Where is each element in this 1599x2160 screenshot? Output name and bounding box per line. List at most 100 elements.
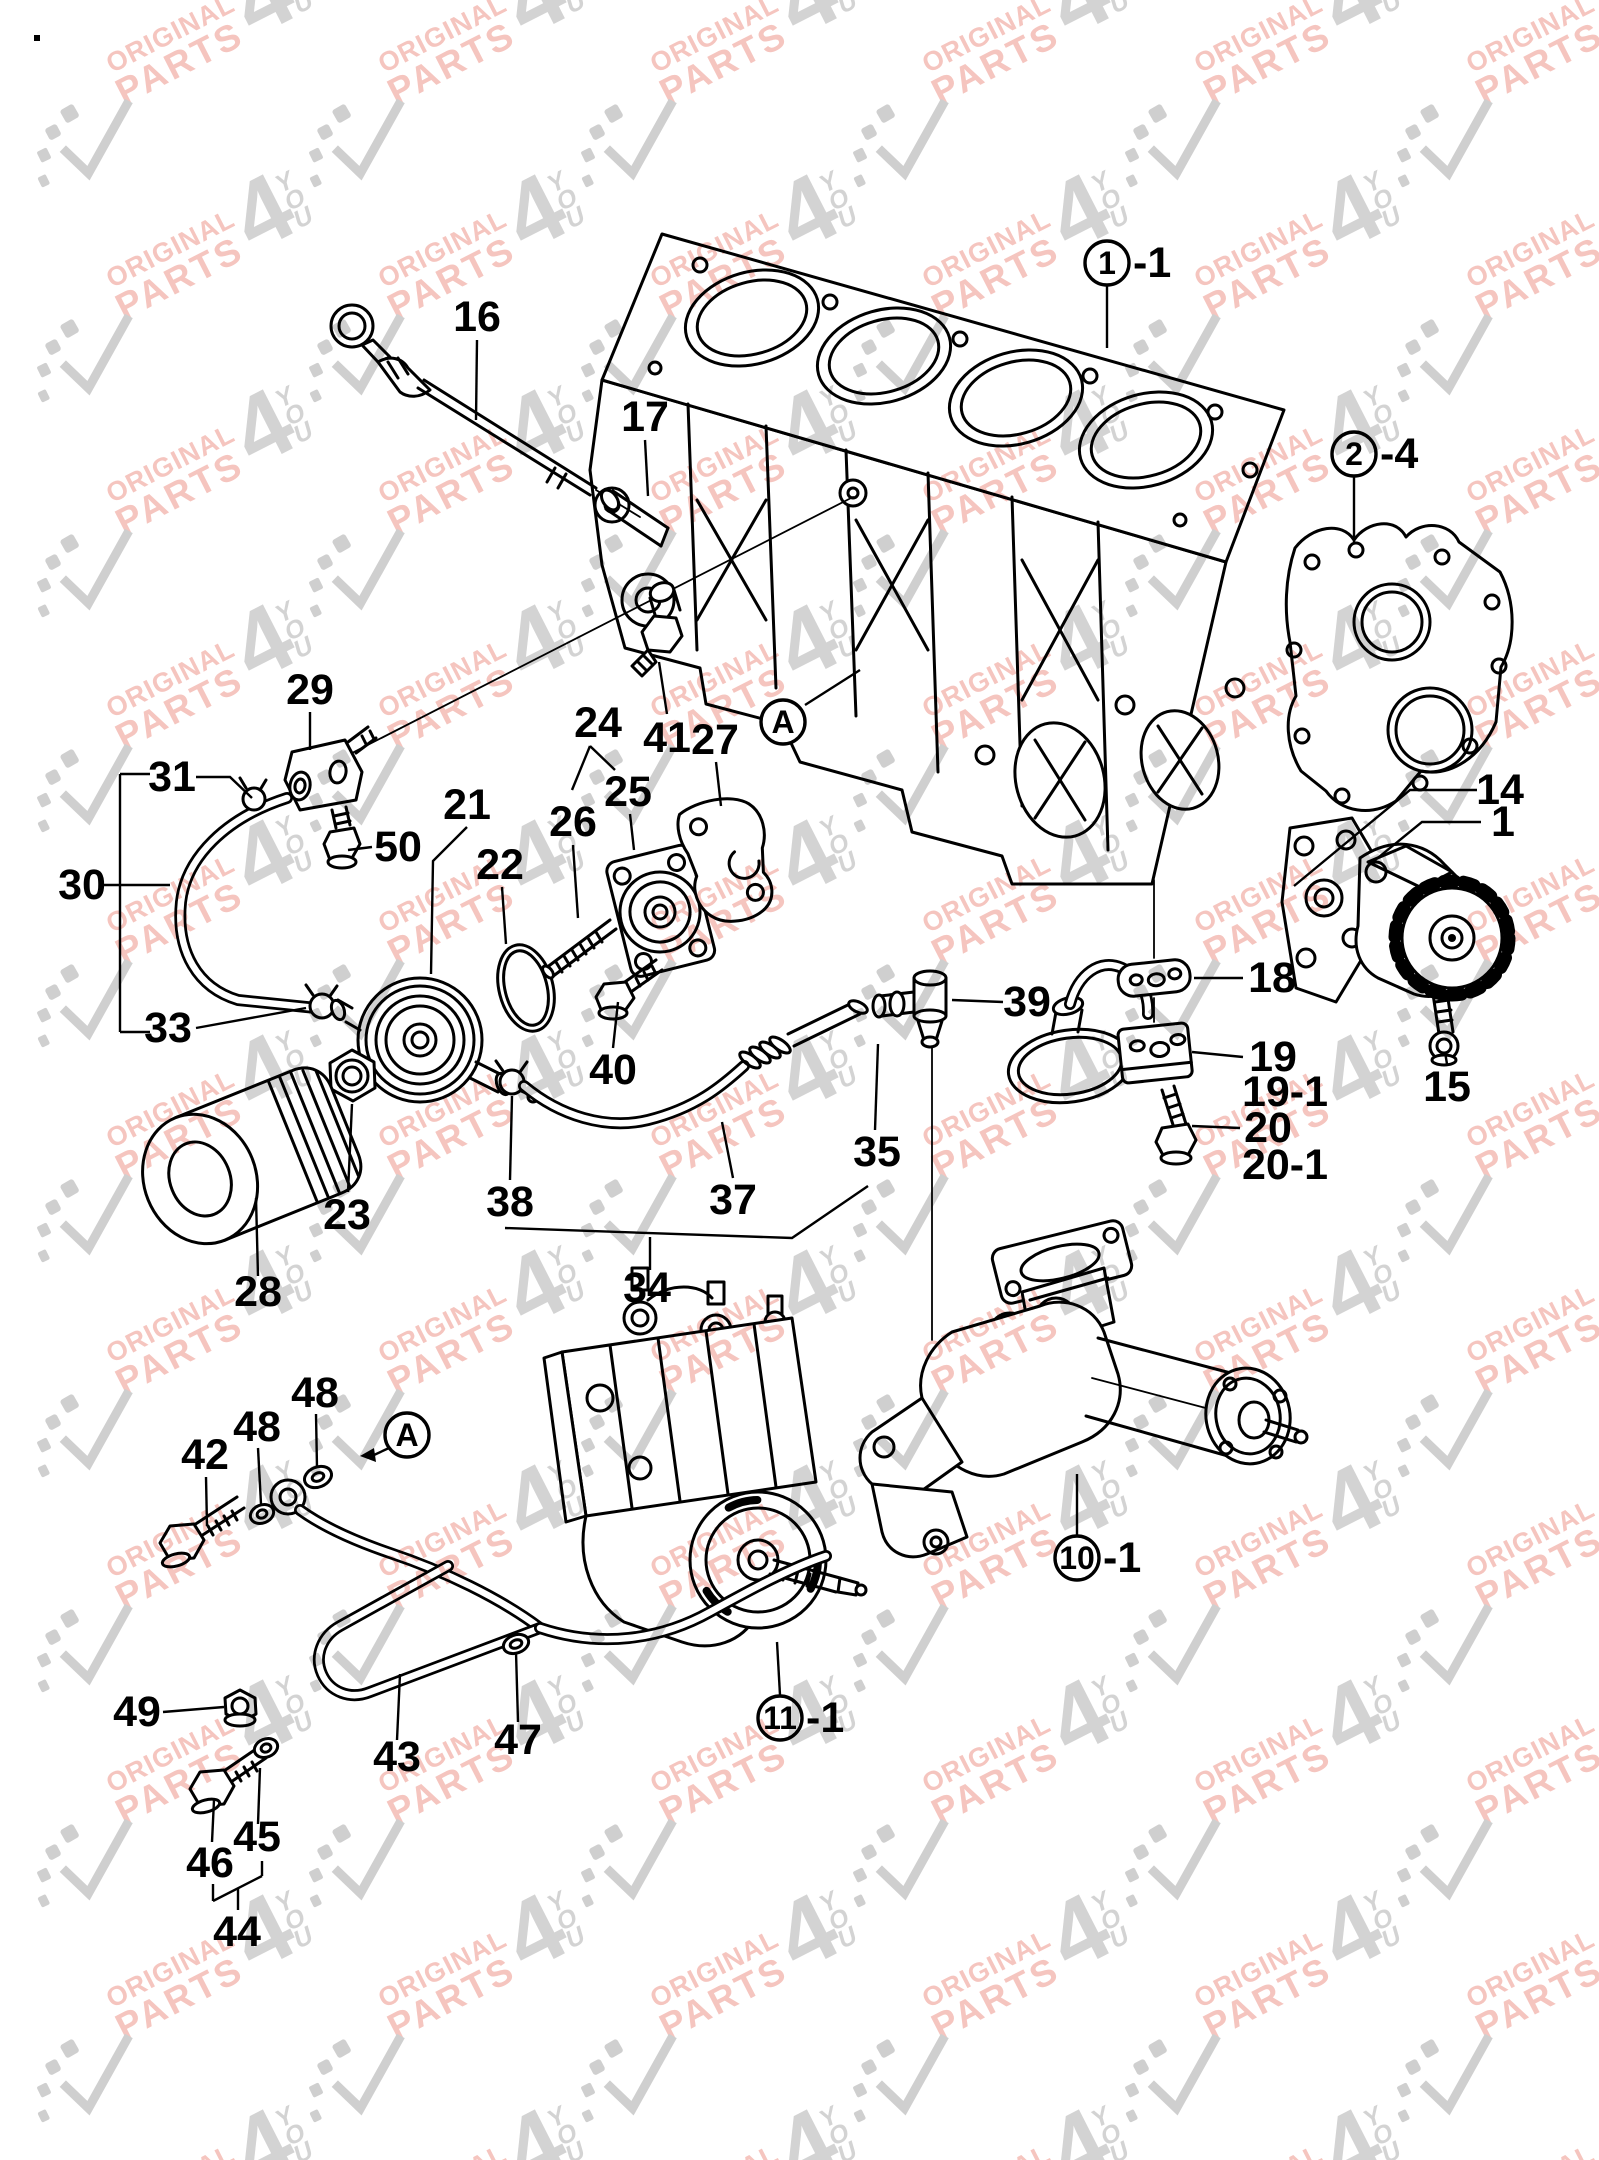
leader-line bbox=[1191, 1124, 1241, 1130]
part-bolt-42-shape bbox=[196, 1506, 246, 1540]
block-openings-shape bbox=[1224, 677, 1246, 699]
callout-label: 1 bbox=[1098, 245, 1116, 281]
part-elbow-39-shape bbox=[934, 1019, 944, 1042]
deck-bolt-holes-shape bbox=[821, 293, 839, 311]
callout-19-20: 19 bbox=[1191, 1033, 1297, 1081]
callout-label: 10 bbox=[1059, 1540, 1095, 1576]
part-stud-26-shape bbox=[554, 960, 564, 974]
callout-label: 28 bbox=[234, 1268, 282, 1316]
leader-line bbox=[504, 1185, 869, 1240]
callout-label: 16 bbox=[453, 293, 501, 341]
part-injection-pump-shape bbox=[560, 1316, 818, 1518]
callout-18-19: 18 bbox=[1194, 954, 1296, 1002]
part-injection-pump-shape bbox=[706, 1280, 726, 1306]
part-oil-pump bbox=[1280, 816, 1516, 1004]
callout-20-1-23: 20-1 bbox=[1242, 1141, 1328, 1189]
callout-28-32: 28 bbox=[234, 1197, 282, 1316]
part-oil-strainer-shape bbox=[1050, 1010, 1058, 1036]
callout-label: 34 bbox=[623, 1264, 671, 1312]
part-oil-pump-shape bbox=[1280, 816, 1374, 1004]
leader-line bbox=[1443, 1051, 1449, 1065]
part-gear-case-plate-shape bbox=[1293, 727, 1311, 745]
callout-suffix: -4 bbox=[1380, 430, 1418, 478]
callout-suffix: -1 bbox=[1133, 239, 1171, 287]
part-oil-filter-shape bbox=[289, 1070, 341, 1195]
part-dipstick-guide-shape bbox=[293, 777, 307, 795]
block-face-ribs-shape bbox=[764, 424, 778, 690]
part-bolt-40-shape bbox=[634, 976, 642, 988]
part-gear-case-plate-shape bbox=[1490, 657, 1508, 675]
part-water-pump-shape bbox=[870, 1482, 969, 1559]
deck-bolt-holes-shape bbox=[691, 256, 709, 274]
callout-label: 35 bbox=[853, 1128, 901, 1176]
part-stud-26-shape bbox=[594, 930, 604, 944]
part-washer-48b-shape bbox=[248, 1503, 276, 1525]
part-nut-23-shape bbox=[334, 1058, 370, 1094]
part-stud-26-shape bbox=[586, 936, 596, 950]
callout-label: 27 bbox=[691, 716, 739, 764]
leader-line bbox=[570, 745, 592, 791]
leader-line bbox=[256, 1447, 263, 1505]
part-bolt-42-shape bbox=[222, 1514, 231, 1527]
part-bolt-42-shape bbox=[160, 1551, 192, 1569]
part-oil-cooler-shape bbox=[468, 1076, 500, 1094]
part-bolt-46-shape bbox=[188, 1768, 236, 1808]
callout-label: 49 bbox=[113, 1688, 161, 1736]
callout-38-29: 38 bbox=[486, 1095, 534, 1226]
part-bolt-15-shape bbox=[1430, 1053, 1458, 1067]
part-water-pump-shape-shape bbox=[1102, 1226, 1120, 1244]
cylinder-bores-shape bbox=[695, 278, 809, 358]
leader-line bbox=[162, 1705, 225, 1714]
block-openings-shape bbox=[974, 744, 996, 766]
part-oil-pump-shape bbox=[1364, 860, 1388, 884]
part-water-pump-shape bbox=[1293, 1429, 1309, 1445]
part-injection-pump-shape bbox=[854, 1583, 868, 1597]
part-gear-case-plate-shape bbox=[1360, 590, 1424, 654]
leader-line bbox=[508, 1095, 514, 1181]
callout-label: 39 bbox=[1003, 978, 1051, 1026]
callout-26-12: 26 bbox=[549, 798, 597, 919]
callout-37-30: 37 bbox=[709, 1121, 757, 1224]
callout-label: 29 bbox=[286, 666, 334, 714]
part-oil-pressure-switch-shape bbox=[636, 660, 648, 672]
callout-label: 24 bbox=[574, 699, 622, 747]
part-pipe-43-shape bbox=[296, 1506, 544, 1632]
part-bolt-42-shape bbox=[158, 1522, 206, 1562]
part-gear-case-plate-shape bbox=[1411, 774, 1429, 792]
part-stud-26-shape bbox=[578, 942, 588, 956]
block-face-ribs-shape bbox=[1096, 520, 1110, 852]
part-oil-pump-shape bbox=[1448, 934, 1456, 942]
part-dipstick-guide-shape bbox=[368, 729, 376, 741]
callout-31-5: 31 bbox=[148, 753, 253, 801]
leader-line bbox=[210, 1799, 216, 1843]
leader-line bbox=[720, 1121, 735, 1179]
callout-circle bbox=[1330, 430, 1378, 478]
leader-line bbox=[775, 1641, 782, 1696]
part-bolt-15-shape bbox=[1435, 1008, 1453, 1014]
part-elbow-39-shape bbox=[920, 1035, 940, 1049]
part-washer-48b bbox=[248, 1503, 276, 1525]
callout-label: 48 bbox=[233, 1403, 281, 1451]
callout-label: 25 bbox=[604, 768, 652, 816]
part-oring-22-shape bbox=[496, 943, 556, 1033]
block-openings-shape bbox=[1033, 740, 1087, 820]
part-oil-filter-shape bbox=[141, 1112, 260, 1246]
part-bolt-15 bbox=[1428, 990, 1460, 1067]
part-clamp-38-shape bbox=[518, 1060, 529, 1074]
deck-bolt-holes-shape bbox=[1241, 461, 1259, 479]
part-clamp-31 bbox=[238, 776, 268, 812]
callout-2-4-3: 2-4 bbox=[1330, 430, 1418, 542]
callout-label: 48 bbox=[291, 1369, 339, 1417]
callout-label: 15 bbox=[1423, 1063, 1471, 1111]
callout-1-1-2: 1 -1 bbox=[1083, 239, 1171, 348]
leader-line bbox=[804, 668, 861, 707]
part-oil-cooler-shape bbox=[410, 1030, 430, 1050]
part-oil-pressure-switch-shape bbox=[642, 654, 654, 666]
part-injection-pump-shape bbox=[622, 1300, 658, 1336]
part-dipstick-guide bbox=[283, 725, 378, 812]
callout-circle bbox=[759, 698, 807, 746]
callout-33-8: 33 bbox=[144, 1004, 307, 1052]
callout-label: 18 bbox=[1248, 954, 1296, 1002]
part-oil-strainer-shape-shape bbox=[1116, 1021, 1194, 1085]
